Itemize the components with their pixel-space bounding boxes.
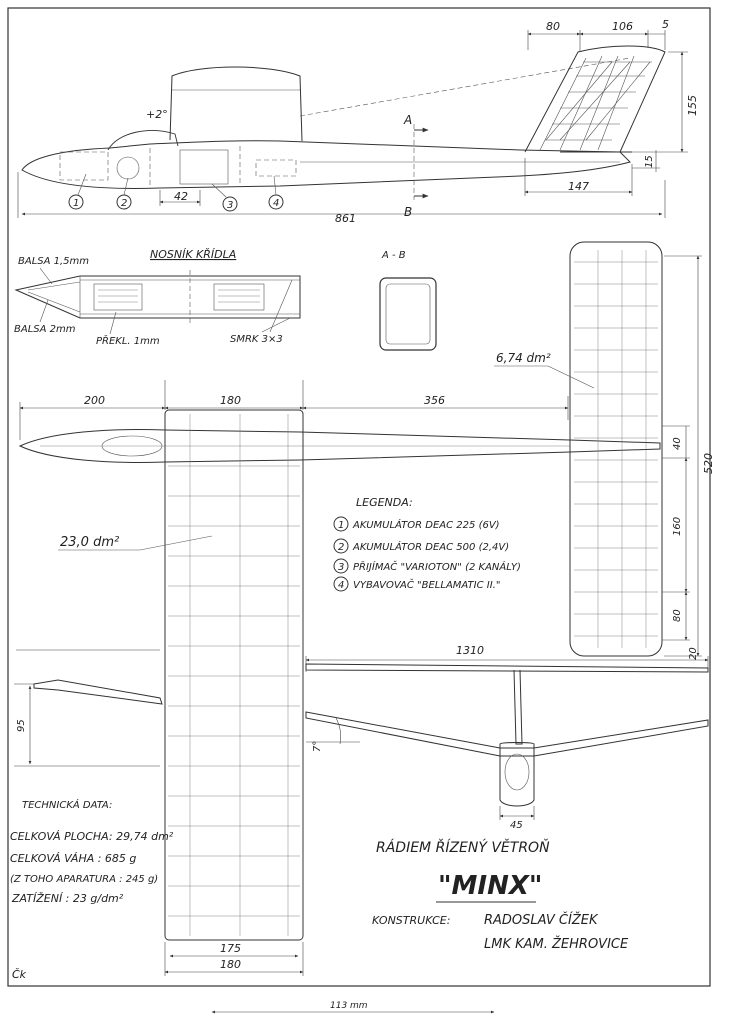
canopy-side <box>107 130 179 151</box>
dim-20: 20 <box>688 647 699 660</box>
dim-861: 861 <box>335 212 356 225</box>
legend-num-2: 2 <box>338 542 344 553</box>
sheet-border <box>7 7 711 987</box>
tech-apparatus: (Z TOHO APARATURA : 245 g) <box>10 874 158 885</box>
section-ab: A - B <box>379 250 437 351</box>
balsa-top-label: BALSA 1,5mm <box>18 256 89 267</box>
signature: Čk <box>12 968 27 981</box>
legend: LEGENDA: 1 AKUMULÁTOR DEAC 225 (6V) 2 AK… <box>333 496 521 592</box>
legend-num-3: 3 <box>338 562 344 573</box>
subtitle: RÁDIEM ŘÍZENÝ VĚTROŇ <box>376 838 550 856</box>
dim-160: 160 <box>672 517 683 536</box>
spruce-label: SMRK 3×3 <box>230 334 283 345</box>
dim-520: 520 <box>702 453 715 474</box>
side-view: 861 80 106 5 155 15 147 42 +2° 1 2 <box>17 18 699 225</box>
top-view: 200 180 356 23,0 dm² 6,74 dm² 175 180 52… <box>18 241 715 976</box>
model-name: "MINX" <box>438 871 542 901</box>
callout-3: 3 <box>227 200 233 211</box>
dim-106: 106 <box>612 20 633 33</box>
dim-180-top: 180 <box>220 394 241 407</box>
wing-area-label: 23,0 dm² <box>60 535 119 550</box>
fuselage-top-outline <box>18 429 661 463</box>
legend-title: LEGENDA: <box>356 496 413 509</box>
dim-40: 40 <box>672 437 683 450</box>
dim-80-tail: 80 <box>672 609 683 622</box>
tech-title: TECHNICKÁ DATA: <box>22 798 112 811</box>
dim-180-bottom: 180 <box>220 958 241 971</box>
dim-356: 356 <box>424 394 445 407</box>
scale-note: 113 mm <box>330 1001 368 1011</box>
stabilizer-top <box>569 241 663 657</box>
tail-area-label: 6,74 dm² <box>496 351 551 365</box>
tech-area: CELKOVÁ PLOCHA: 29,74 dm² <box>10 830 174 843</box>
section-marker-a: A <box>403 113 412 127</box>
wing-rib-grid <box>168 414 300 936</box>
section-ab-label: A - B <box>381 250 406 261</box>
wing-pylon <box>169 66 303 142</box>
legend-item-2: AKUMULÁTOR DEAC 500 (2,4V) <box>352 540 509 553</box>
plywood-label: PŘEKL. 1mm <box>96 334 160 347</box>
legend-num-4: 4 <box>338 580 344 591</box>
callout-2: 2 <box>121 198 127 209</box>
section-marker-b: B <box>404 205 412 219</box>
front-view: 1310 45 7° <box>305 644 709 831</box>
balsa-bottom-label: BALSA 2mm <box>14 324 76 335</box>
fin-side <box>524 45 666 153</box>
dim-175: 175 <box>220 942 241 955</box>
club-name: LMK KAM. ŽEHROVICE <box>484 936 629 952</box>
dim-45: 45 <box>510 820 523 831</box>
dim-95: 95 <box>16 719 27 732</box>
incidence-label: +2° <box>146 108 168 121</box>
dim-147: 147 <box>568 180 589 193</box>
dim-200: 200 <box>84 394 105 407</box>
technical-data: TECHNICKÁ DATA: CELKOVÁ PLOCHA: 29,74 dm… <box>10 798 174 905</box>
callout-4: 4 <box>273 198 279 209</box>
designer-label: KONSTRUKCE: <box>372 914 450 927</box>
dihedral-label: 7° <box>312 741 323 752</box>
legend-item-3: PŘIJÍMAČ "VARIOTON" (2 KANÁLY) <box>353 560 521 573</box>
spar-title: NOSNÍK KŘÍDLA <box>150 248 236 261</box>
wing-tip-section: 95 <box>14 649 163 767</box>
tech-weight: CELKOVÁ VÁHA : 685 g <box>10 852 136 865</box>
legend-item-4: VYBAVOVAČ "BELLAMATIC II." <box>353 578 500 591</box>
stabilizer-rib-grid <box>574 250 658 648</box>
dim-42: 42 <box>174 190 188 203</box>
designer-name: RADOSLAV ČÍŽEK <box>484 912 599 928</box>
wing-spar-detail: NOSNÍK KŘÍDLA BALSA 1,5mm BALSA 2mm PŘEK… <box>14 248 301 347</box>
dim-1310: 1310 <box>456 644 484 657</box>
wing-top <box>164 409 304 941</box>
fuselage-side-outline <box>21 140 631 189</box>
title-block: RÁDIEM ŘÍZENÝ VĚTROŇ "MINX" KONSTRUKCE: … <box>372 838 629 952</box>
legend-item-1: AKUMULÁTOR DEAC 225 (6V) <box>352 518 500 531</box>
dim-80: 80 <box>546 20 560 33</box>
dim-5: 5 <box>662 18 669 31</box>
dim-15: 15 <box>644 155 655 168</box>
callout-1: 1 <box>73 198 79 209</box>
legend-num-1: 1 <box>338 520 344 531</box>
dim-155: 155 <box>686 95 699 116</box>
tech-loading: ZATÍŽENÍ : 23 g/dm² <box>11 892 124 905</box>
